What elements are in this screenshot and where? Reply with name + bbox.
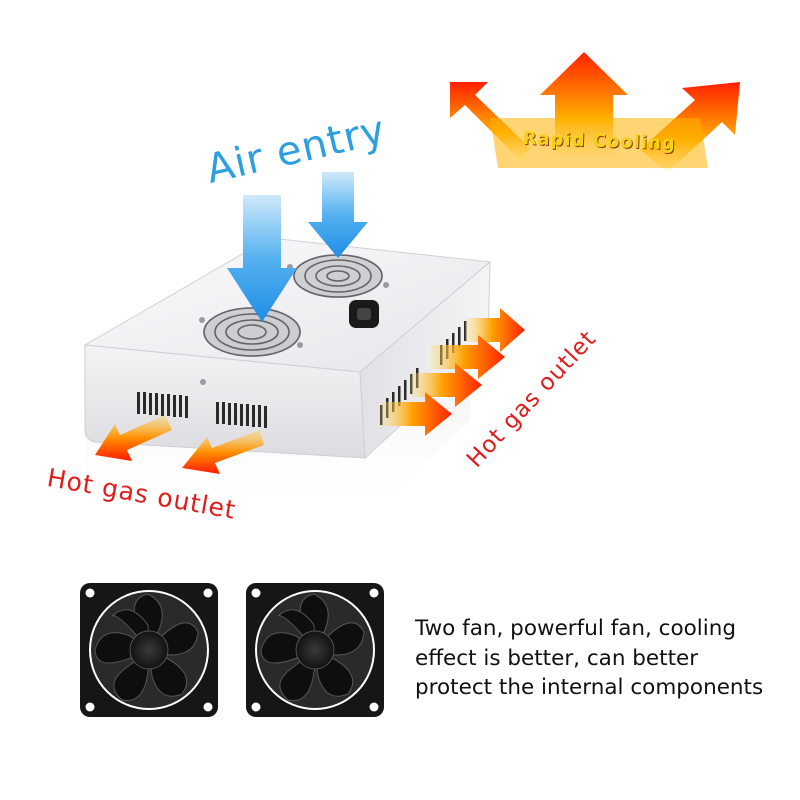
description-line-1: Two fan, powerful fan, cooling — [415, 616, 737, 641]
air-entry-arrows — [227, 172, 368, 322]
description-line-2: effect is better, can better — [415, 645, 699, 671]
fan-left — [80, 583, 218, 717]
fan-right — [246, 583, 384, 717]
rapid-cooling-arrows — [450, 52, 740, 172]
feature-description: Two fan, powerful fan, cooling effect is… — [415, 614, 785, 703]
description-line-3: protect the internal components — [415, 675, 764, 700]
hot-gas-arrows-front — [95, 415, 264, 474]
hot-gas-arrows-side — [380, 308, 525, 436]
